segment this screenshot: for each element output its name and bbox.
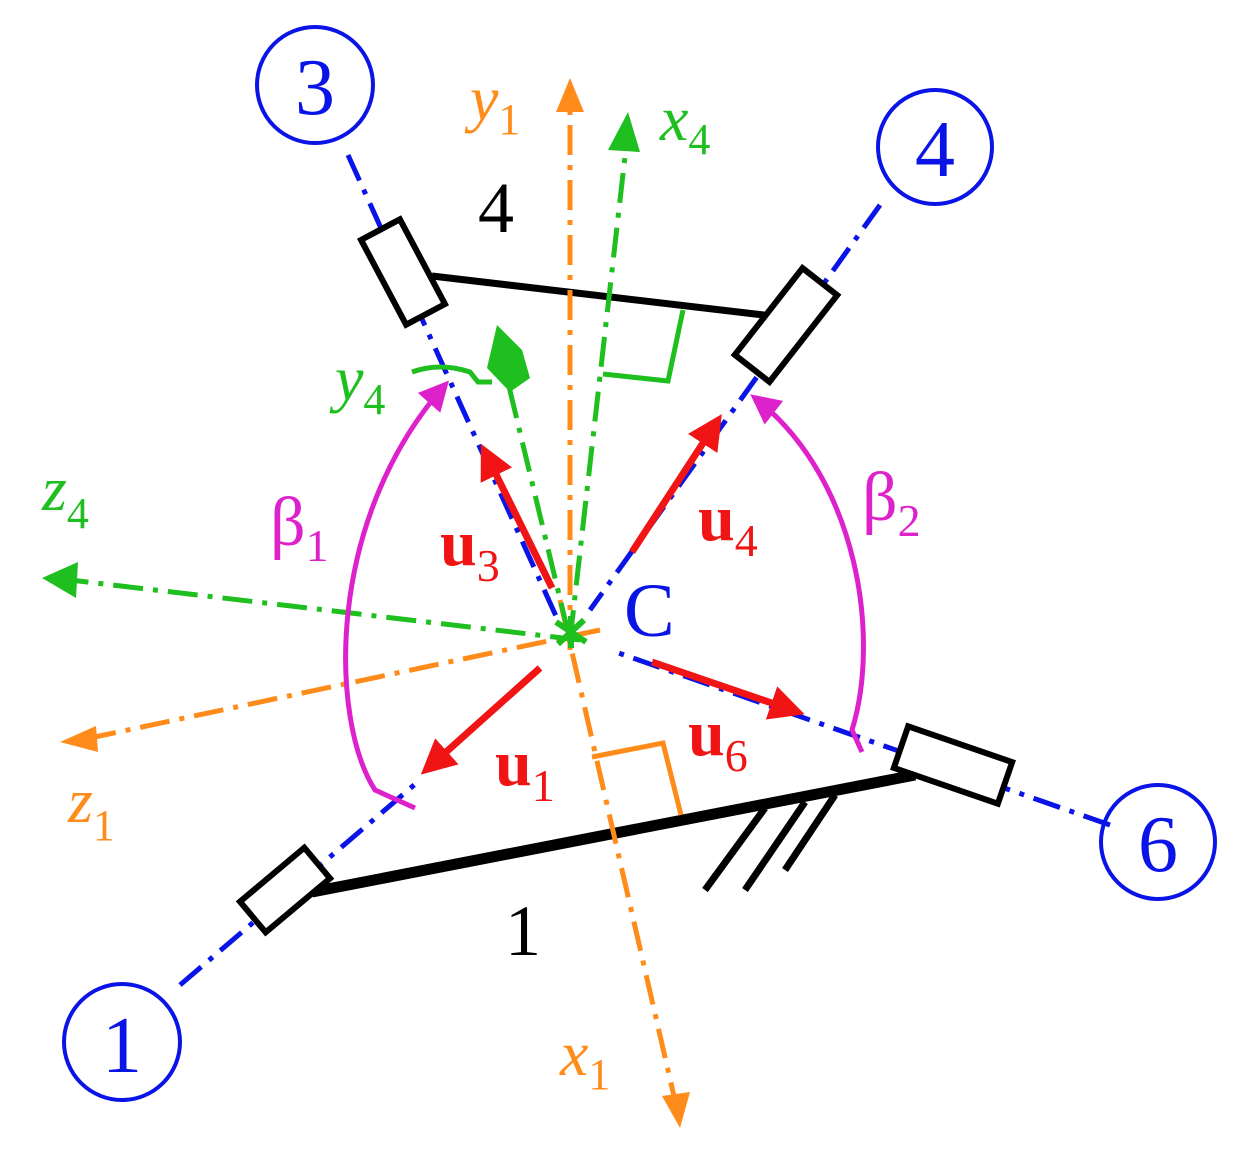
label-x4: x4: [659, 83, 710, 164]
axis-z4: [69, 577, 581, 643]
z1-arrowhead: [60, 726, 98, 752]
label-y1: y1: [464, 63, 520, 144]
y1-arrowhead: [556, 78, 584, 112]
block-joint-3: [356, 215, 450, 329]
unit-vectors: [420, 414, 805, 775]
axis-joint-3: [345, 153, 563, 627]
arc-beta2: [750, 394, 866, 754]
joint-circle-1: [62, 982, 182, 1102]
arrow-u1: [420, 665, 543, 775]
axis-y4: [502, 369, 571, 633]
arc-beta1: [343, 380, 449, 811]
ground-hatch: [702, 793, 838, 893]
y4-arrowhead: [487, 325, 530, 392]
axis-x4: [567, 129, 631, 641]
label-z4: z4: [41, 453, 89, 538]
joint-circle-4: [876, 88, 994, 206]
label-u1: u1: [495, 727, 555, 811]
platform-link-label: 4: [478, 168, 514, 248]
right-angle-mark-1: [591, 740, 684, 816]
angle-arcs: [343, 380, 866, 811]
joint-markers: [62, 25, 1217, 1102]
joint-label-4: 4: [915, 106, 955, 194]
center-label: C: [624, 569, 675, 653]
joint-circle-3: [255, 25, 375, 145]
right-angle-mark-4: [602, 309, 686, 384]
joint-circle-6: [1099, 783, 1217, 901]
arrow-u6: [650, 658, 805, 720]
label-z1: z1: [67, 765, 115, 850]
joint-label-6: 6: [1138, 801, 1178, 889]
joint-blocks: [235, 215, 1016, 937]
base-link-label: 1: [505, 891, 541, 971]
y4-hook: [411, 364, 492, 385]
label-u4: u4: [698, 482, 758, 566]
joint-label-3: 3: [295, 44, 335, 132]
arrow-u3: [480, 443, 556, 590]
x1-arrowhead: [662, 1092, 690, 1128]
block-joint-1: [235, 843, 335, 937]
center-marker: [554, 616, 588, 648]
block-joint-4: [730, 263, 842, 387]
frame-4-axes: [69, 129, 631, 643]
label-u3: u3: [440, 507, 500, 591]
joint-label-1: 1: [102, 1002, 142, 1090]
platform-link: [431, 272, 773, 320]
x4-arrowhead: [608, 112, 640, 152]
label-u6: u6: [688, 697, 748, 781]
arrow-u4: [629, 414, 722, 554]
label-beta1: β1: [270, 484, 329, 571]
label-x1: x1: [559, 1018, 610, 1099]
label-beta2: β2: [862, 459, 921, 546]
label-y4: y4: [329, 343, 385, 424]
block-joint-6: [890, 722, 1016, 808]
z4-arrowhead: [42, 562, 78, 598]
